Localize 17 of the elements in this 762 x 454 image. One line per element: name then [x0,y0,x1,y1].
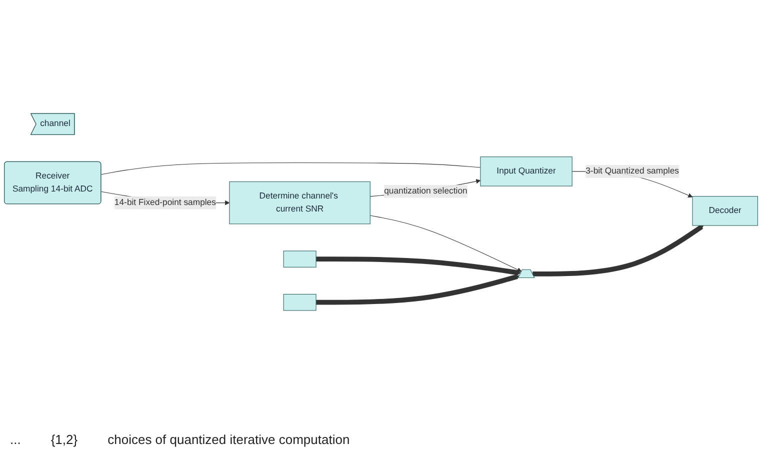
note-text: ... [10,432,21,446]
note-text: {1,2} [50,432,78,446]
edge-label: 3-bit Quantized samples [586,166,679,176]
node-box: Decoder [692,196,758,226]
node-box: Input Quantizer [480,156,572,186]
edge-label: 14-bit Fixed-point samples [114,198,216,208]
arrow [316,274,520,305]
edge-label: quantization selection [384,186,468,196]
connector [100,162,481,175]
node-box: Determine channel's current SNR [229,181,370,224]
note-text: choices of quantized iterative computation [108,432,350,446]
arrow [532,224,704,276]
node-box [283,250,316,268]
node-trapezoid [518,269,535,278]
arrow [316,256,522,276]
node-box [283,294,316,311]
arrow [370,215,522,272]
